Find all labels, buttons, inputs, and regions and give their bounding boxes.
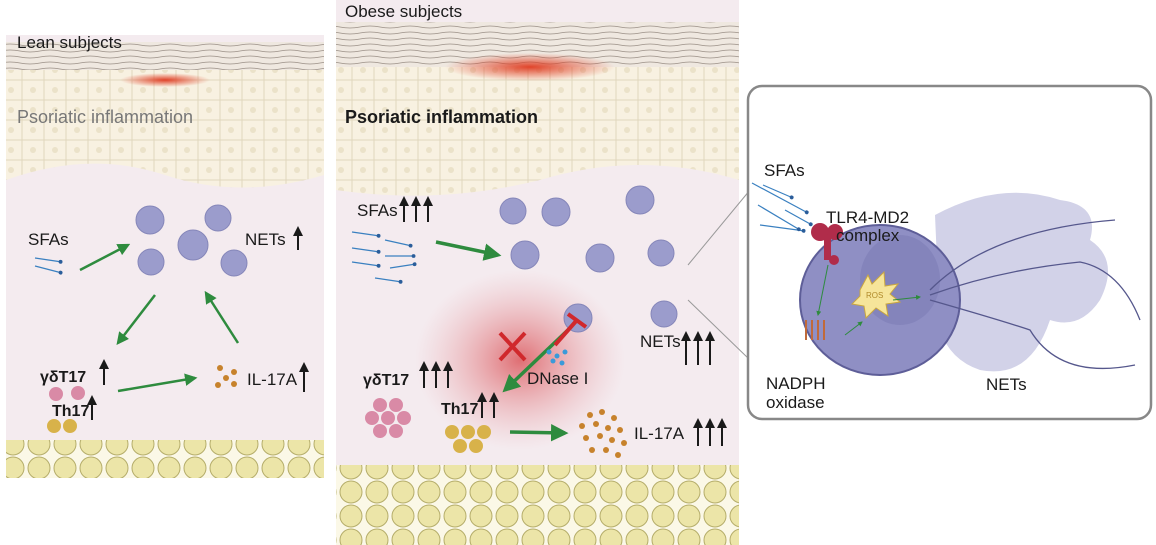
lean-panel: Lean subjects Psoriatic inflammation SFA…: [6, 33, 324, 478]
sfa-molecules: [351, 231, 417, 284]
pathway-arrow: [435, 240, 502, 261]
double-up-arrow-icon: [477, 392, 499, 418]
dnase-dots: [546, 349, 568, 366]
lean-th17-label: Th17: [52, 403, 89, 420]
pathway-arrows: [816, 264, 921, 336]
triple-up-arrow-icon: [399, 196, 433, 222]
il17a-dots: [579, 409, 627, 458]
neutrophil-cluster: [499, 185, 678, 333]
inhibit-icon: [553, 312, 588, 347]
obese-sfas-label: SFAs: [357, 201, 398, 220]
gdt17-cells: [365, 398, 411, 438]
inset-sfas-label: SFAs: [764, 161, 805, 180]
lean-gdt17-label: γδT17: [40, 369, 86, 386]
net-mechanism-inset: ROS SFAs TLR4-MD2 complex NADPH oxidase …: [746, 84, 1153, 421]
zoom-line: [687, 299, 751, 361]
nets-cloud: [935, 192, 1108, 372]
zoom-line: [687, 189, 751, 266]
pathway-arrow: [509, 423, 569, 442]
obese-inflammation-label: Psoriatic inflammation: [345, 107, 538, 127]
obese-panel: Obese subjects Psoriatic inflammation SF…: [336, 0, 739, 545]
sfa-molecules: [34, 257, 63, 275]
nadph-label-line1: NADPH: [766, 374, 826, 393]
lean-sfas-label: SFAs: [28, 230, 69, 249]
ros-burst-icon: [850, 270, 902, 320]
pathway-arrows: [79, 243, 240, 393]
th17-cells: [445, 425, 491, 453]
neutrophil-cluster: [135, 204, 248, 277]
obese-il17a-label: IL-17A: [634, 424, 685, 443]
tlr4-label-line2: complex: [836, 226, 900, 245]
block-x-icon: [498, 331, 527, 362]
sfa-molecules: [751, 182, 813, 233]
inset-nets-label: NETs: [986, 375, 1027, 394]
lean-inflammation-label: Psoriatic inflammation: [17, 107, 193, 127]
chromatin-strands: [929, 219, 1141, 370]
tlr4-receptor-icon: [811, 223, 843, 265]
tlr4-label-line1: TLR4-MD2: [826, 208, 909, 227]
obese-title: Obese subjects: [345, 2, 462, 21]
ros-label: ROS: [866, 291, 883, 300]
lean-title: Lean subjects: [17, 33, 122, 52]
triple-up-arrow-icon: [693, 418, 727, 446]
obese-gdt17-label: γδT17: [363, 372, 409, 389]
obese-th17-label: Th17: [441, 401, 478, 418]
lean-il17a-label: IL-17A: [247, 370, 298, 389]
obese-nets-label: NETs: [640, 332, 681, 351]
nadph-oxidase-icon: [805, 320, 825, 340]
obese-dnase-label: DNase I: [527, 369, 588, 388]
il17a-dots: [215, 365, 237, 388]
triple-up-arrow-icon: [681, 331, 715, 365]
nadph-label-line2: oxidase: [766, 393, 825, 412]
triple-up-arrow-icon: [419, 361, 453, 388]
lean-nets-label: NETs: [245, 230, 286, 249]
